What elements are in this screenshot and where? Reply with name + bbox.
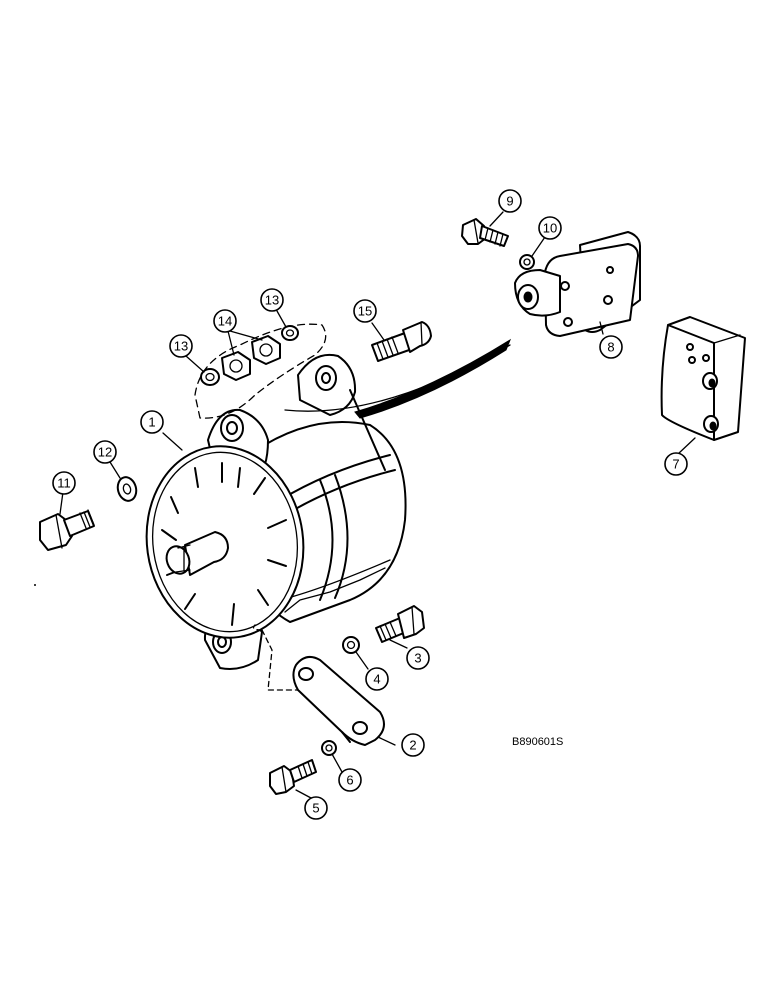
callout-12: 12	[93, 440, 117, 464]
nut-14-left	[221, 351, 251, 381]
callout-9: 9	[498, 189, 522, 213]
callout-15: 15	[353, 299, 377, 323]
lock-washer-10	[519, 254, 535, 270]
callout-10-label: 10	[543, 221, 557, 236]
callout-11-label: 11	[57, 476, 71, 491]
link-bracket-2	[292, 655, 385, 746]
leader-arrow-to-bracket	[354, 338, 512, 419]
figure-code: B890601S	[512, 736, 563, 748]
washer-12	[116, 476, 138, 502]
callout-13-right-label: 13	[265, 293, 279, 308]
bolt-5	[269, 759, 317, 795]
callout-9-label: 9	[506, 194, 513, 209]
callout-1: 1	[140, 410, 164, 434]
callout-14-label: 14	[218, 314, 232, 329]
lock-washer-13-left	[200, 368, 220, 386]
callout-10: 10	[538, 216, 562, 240]
callout-2-label: 2	[409, 738, 416, 753]
callout-11: 11	[52, 471, 76, 495]
mounting-bracket-8	[514, 231, 641, 337]
callout-6: 6	[338, 768, 362, 792]
bolt-3	[375, 605, 425, 643]
callout-14: 14	[213, 309, 237, 333]
callout-6-label: 6	[346, 773, 353, 788]
lock-washer-13-right	[281, 325, 299, 341]
callout-7: 7	[664, 452, 688, 476]
callout-13-right: 13	[260, 288, 284, 312]
hardware-group-outline	[194, 323, 327, 419]
callout-1-label: 1	[148, 415, 155, 430]
bolt-15	[371, 321, 432, 362]
lock-washer-4	[342, 636, 360, 654]
bolt-9	[461, 218, 509, 247]
callout-8: 8	[599, 335, 623, 359]
lock-washer-6	[321, 740, 337, 756]
callout-7-label: 7	[672, 457, 679, 472]
callout-3: 3	[406, 646, 430, 670]
spacer-plate-7	[660, 316, 746, 441]
callout-3-label: 3	[414, 651, 421, 666]
bolt-11	[39, 509, 95, 551]
callout-4-label: 4	[373, 672, 380, 687]
stray-dot	[34, 584, 36, 586]
callout-13-left: 13	[169, 334, 193, 358]
alternator	[145, 353, 407, 691]
leader-lines	[59, 211, 696, 799]
nut-14-right	[251, 335, 281, 365]
callout-15-label: 15	[358, 304, 372, 319]
callout-8-label: 8	[607, 340, 614, 355]
callout-5-label: 5	[312, 801, 319, 816]
callout-5: 5	[304, 796, 328, 820]
callout-12-label: 12	[98, 445, 112, 460]
callout-13-left-label: 13	[174, 339, 188, 354]
callout-2: 2	[401, 733, 425, 757]
callout-4: 4	[365, 667, 389, 691]
